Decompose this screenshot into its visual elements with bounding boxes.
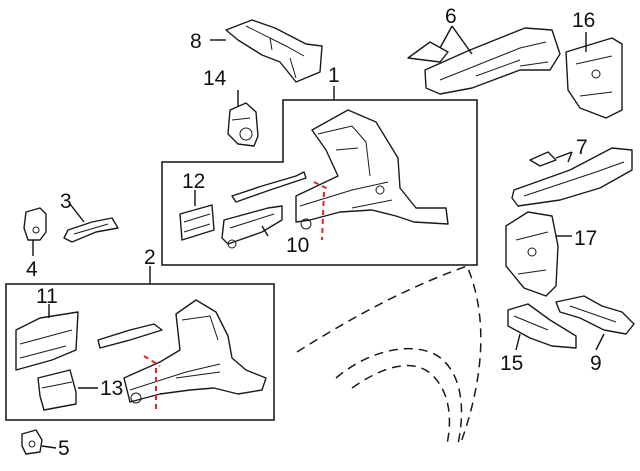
leader-lines xyxy=(32,25,605,449)
part-10 xyxy=(221,205,283,249)
part-15 xyxy=(507,303,577,349)
group-1-frame xyxy=(161,99,478,266)
part-4 xyxy=(23,207,47,241)
callout-1: 1 xyxy=(328,64,340,87)
callout-12: 12 xyxy=(182,170,205,193)
part-8 xyxy=(225,19,323,83)
callout-15: 15 xyxy=(500,352,523,375)
callout-9: 9 xyxy=(590,352,602,375)
part-3 xyxy=(63,217,119,243)
part-16 xyxy=(565,37,623,119)
part-2-upper-strip xyxy=(97,323,163,349)
callout-11: 11 xyxy=(36,285,58,308)
callout-6: 6 xyxy=(445,5,457,28)
callout-10: 10 xyxy=(286,234,309,257)
part-11 xyxy=(15,311,79,371)
callout-14: 14 xyxy=(203,67,227,90)
callout-7: 7 xyxy=(576,136,588,159)
callout-13: 13 xyxy=(100,377,123,400)
part-6 xyxy=(407,27,561,95)
callout-2: 2 xyxy=(144,246,156,269)
part-17 xyxy=(505,211,559,297)
part-12 xyxy=(179,204,215,241)
group-2-frame xyxy=(5,283,275,421)
callout-5: 5 xyxy=(58,437,70,460)
part-2 xyxy=(123,299,267,404)
fender-outline xyxy=(296,265,482,446)
callout-4: 4 xyxy=(26,258,38,281)
callout-17: 17 xyxy=(574,227,597,250)
part-5 xyxy=(21,429,43,455)
part-1 xyxy=(295,109,449,230)
part-10-upper-strip xyxy=(231,171,307,203)
cut-line-2 xyxy=(143,355,161,410)
part-13 xyxy=(37,369,77,411)
part-14 xyxy=(227,102,259,147)
cut-line-1 xyxy=(313,181,331,241)
part-9 xyxy=(555,295,635,335)
callout-3: 3 xyxy=(60,190,72,213)
callout-16: 16 xyxy=(572,9,595,32)
callout-8: 8 xyxy=(190,30,202,53)
part-7 xyxy=(511,147,633,207)
